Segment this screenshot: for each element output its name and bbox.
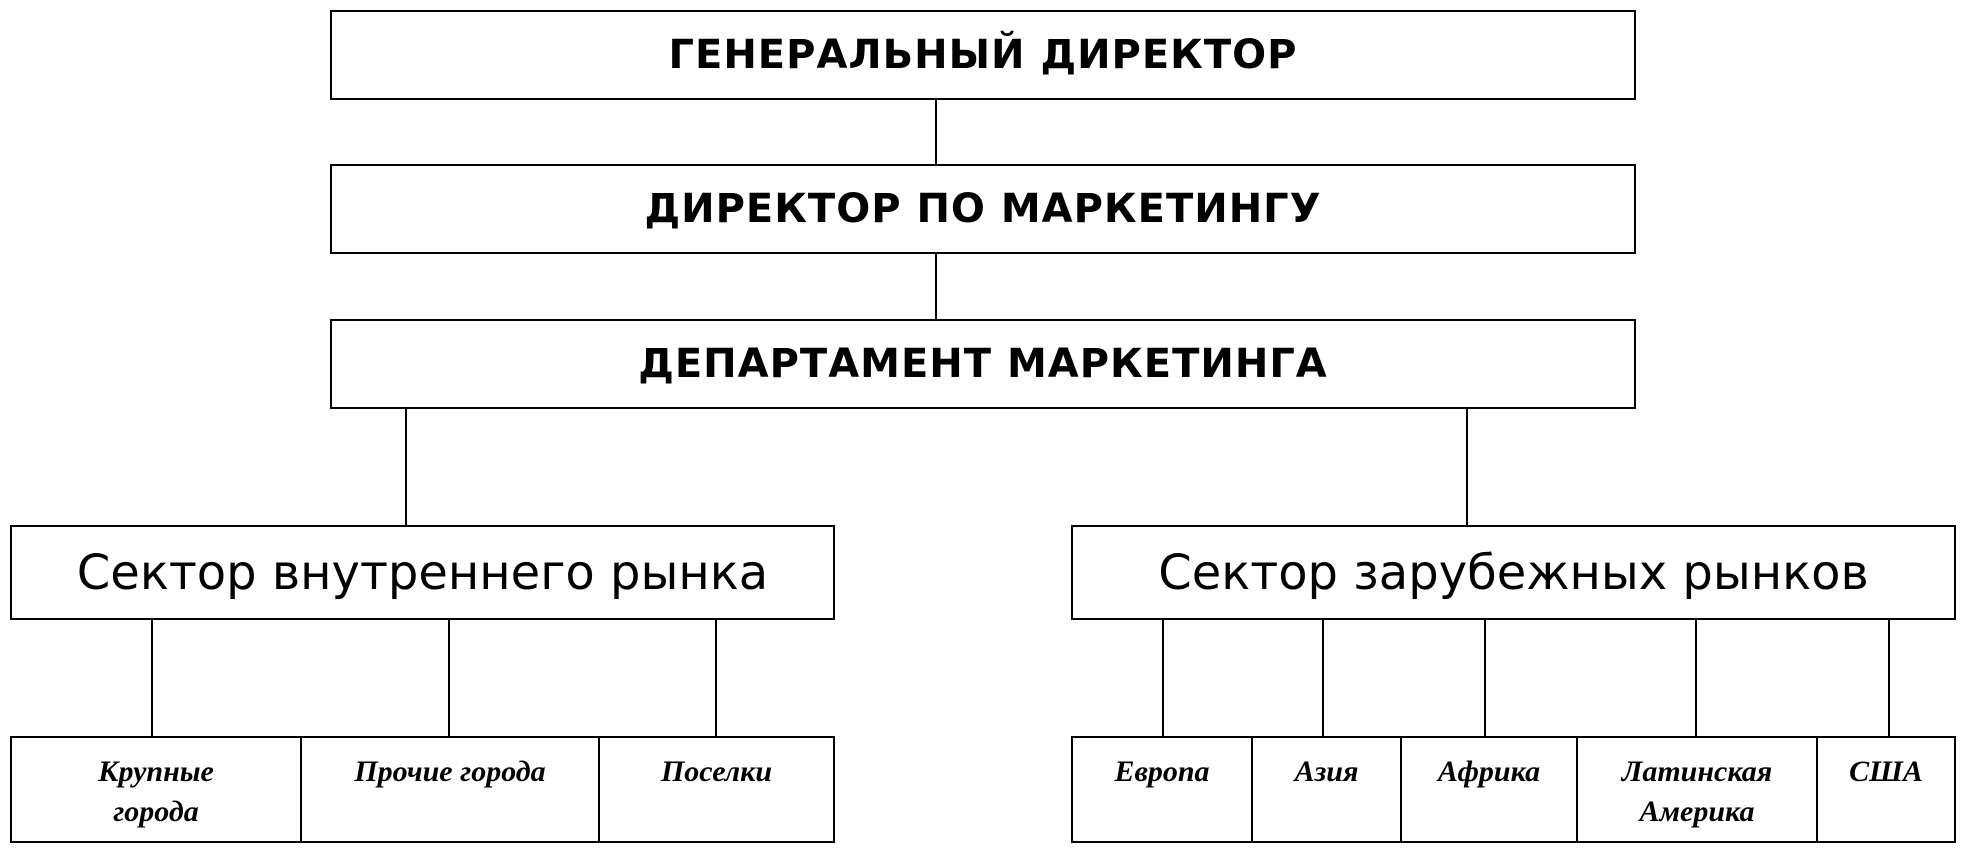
- foreign-segment-label: Европа: [1114, 755, 1210, 788]
- foreign-segment: Африка: [1402, 738, 1578, 841]
- domestic-segment-label: Крупные города: [98, 755, 214, 828]
- foreign-segment: Латинская Америка: [1578, 738, 1818, 841]
- domestic-sector-label: Сектор внутреннего рынка: [76, 544, 769, 601]
- foreign-segment: Азия: [1253, 738, 1402, 841]
- marketing-department-box: ДЕПАРТАМЕНТ МАРКЕТИНГА: [330, 319, 1636, 409]
- foreign-segments-row: Европа Азия Африка Латинская Америка США: [1071, 736, 1956, 843]
- domestic-segment: Поселки: [600, 738, 833, 841]
- domestic-segment: Прочие города: [302, 738, 600, 841]
- ceo-box: ГЕНЕРАЛЬНЫЙ ДИРЕКТОР: [330, 10, 1636, 100]
- marketing-department-label: ДЕПАРТАМЕНТ МАРКЕТИНГА: [638, 341, 1328, 387]
- foreign-segment-label: Латинская Америка: [1621, 755, 1773, 828]
- foreign-segment-label: Азия: [1294, 755, 1359, 788]
- domestic-segment: Крупные города: [12, 738, 302, 841]
- domestic-segments-row: Крупные города Прочие города Поселки: [10, 736, 835, 843]
- marketing-director-label: ДИРЕКТОР ПО МАРКЕТИНГУ: [644, 186, 1322, 232]
- ceo-label: ГЕНЕРАЛЬНЫЙ ДИРЕКТОР: [668, 32, 1298, 78]
- foreign-segment: Европа: [1073, 738, 1253, 841]
- foreign-segment-label: Африка: [1437, 755, 1541, 788]
- marketing-director-box: ДИРЕКТОР ПО МАРКЕТИНГУ: [330, 164, 1636, 254]
- domestic-segment-label: Прочие города: [354, 755, 546, 788]
- foreign-sector-label: Сектор зарубежных рынков: [1158, 544, 1869, 601]
- domestic-segment-label: Поселки: [660, 755, 773, 788]
- domestic-sector-box: Сектор внутреннего рынка: [10, 525, 835, 620]
- foreign-sector-box: Сектор зарубежных рынков: [1071, 525, 1956, 620]
- foreign-segment: США: [1818, 738, 1954, 841]
- foreign-segment-label: США: [1849, 755, 1923, 788]
